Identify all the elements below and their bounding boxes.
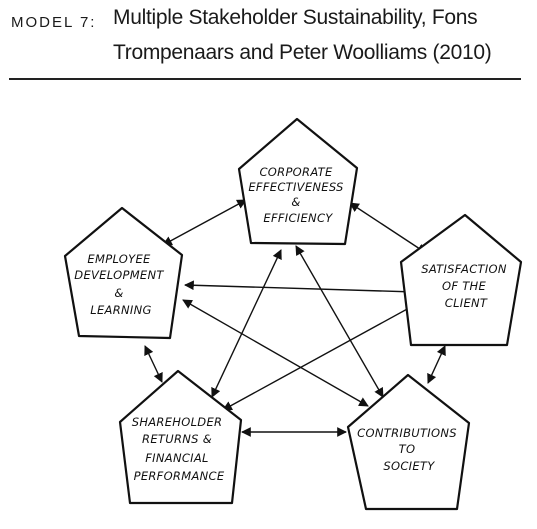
title-line-2: Trompenaars and Peter Woolliams (2010) — [113, 41, 492, 64]
node-label-shareholder: SHAREHOLDER RETURNS & FINANCIAL PERFORMA… — [132, 415, 227, 483]
node-label-employee: EMPLOYEE DEVELOPMENT & LEARNING — [74, 252, 167, 317]
header: MODEL 7: Multiple Stakeholder Sustainabi… — [0, 0, 537, 90]
pentagon-shareholder — [118, 369, 243, 505]
node-label-corporate: CORPORATE EFFECTIVENESS & EFFICIENCY — [248, 165, 347, 225]
arrow-corporate-client — [349, 202, 427, 254]
title-line-1: Multiple Stakeholder Sustainability, Fon… — [113, 6, 478, 29]
node-label-society: CONTRIBUTIONS TO SOCIETY — [357, 426, 461, 473]
arrow-client-shareholder — [222, 301, 421, 411]
header-rule — [9, 78, 521, 80]
pentagon-corporate — [237, 117, 359, 246]
model-label: MODEL 7: — [11, 14, 97, 31]
arrow-employee-shareholder — [144, 345, 163, 383]
arrow-client-society — [427, 345, 446, 384]
pentagon-employee — [63, 206, 184, 340]
arrow-employee-society — [182, 299, 369, 407]
pentagon-society — [346, 373, 471, 511]
arrow-corporate-employee — [162, 199, 247, 246]
node-label-client: SATISFACTION OF THE CLIENT — [421, 262, 511, 310]
arrow-corporate-society — [295, 245, 384, 398]
arrow-employee-client — [184, 280, 416, 297]
arrow-corporate-shareholder — [211, 249, 282, 398]
pentagon-client — [399, 213, 523, 347]
